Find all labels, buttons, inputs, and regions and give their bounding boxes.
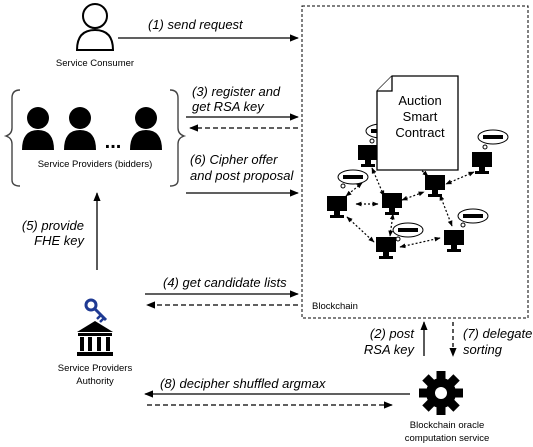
step-5-label-line2: FHE key	[34, 233, 85, 248]
step-5-label-line1: (5) provide	[22, 218, 84, 233]
monitor-icon	[358, 145, 378, 167]
contract-title-line3: Contract	[395, 125, 445, 140]
monitor-icon	[327, 196, 347, 218]
authority-label-line2: Authority	[76, 376, 114, 387]
step-3-label-line1: (3) register and	[192, 84, 281, 99]
step-2-label-line2: RSA key	[364, 342, 416, 357]
step-2-label-line1: (2) post	[370, 326, 415, 341]
monitor-icon	[382, 193, 402, 215]
monitor-icon	[376, 237, 396, 259]
step-1-label: (1) send request	[148, 17, 244, 32]
consumer-label: Service Consumer	[56, 58, 134, 69]
monitor-icon	[425, 175, 445, 197]
oracle-label-line2: computation service	[405, 433, 489, 444]
providers-ellipsis: ...	[105, 131, 122, 153]
oracle-label-line1: Blockchain oracle	[410, 420, 484, 431]
thought-bubble-icon	[337, 169, 369, 189]
step-8-label: (8) decipher shuffled argmax	[160, 376, 326, 391]
step-4-label: (4) get candidate lists	[163, 275, 287, 290]
user-outline-icon	[75, 3, 115, 51]
user-group-icon	[22, 107, 162, 150]
providers-label: Service Providers (bidders)	[38, 159, 153, 170]
blockchain-region	[301, 5, 529, 319]
step-7-label-line1: (7) delegate	[463, 326, 532, 341]
contract-title-line2: Smart	[403, 109, 438, 124]
step-7-label-line2: sorting	[463, 342, 503, 357]
monitor-icon	[472, 152, 492, 174]
bank-building-icon	[77, 321, 113, 356]
key-icon	[84, 298, 108, 323]
authority-label-line1: Service Providers	[58, 363, 133, 374]
providers-left-brace	[3, 89, 21, 187]
blockchain-label: Blockchain	[312, 301, 358, 312]
thought-bubble-icon	[392, 222, 424, 242]
smart-contract-document	[376, 75, 459, 171]
monitor-icon	[444, 230, 464, 252]
providers-right-brace	[169, 89, 187, 187]
step-6-label-line2: and post proposal	[190, 168, 294, 183]
thought-bubble-icon	[457, 208, 489, 228]
step-6-label-line1: (6) Cipher offer	[190, 152, 278, 167]
thought-bubble-icon	[477, 129, 509, 150]
step-3-label-line2: get RSA key	[192, 99, 265, 114]
gear-icon	[419, 371, 463, 415]
contract-title-line1: Auction	[398, 93, 441, 108]
